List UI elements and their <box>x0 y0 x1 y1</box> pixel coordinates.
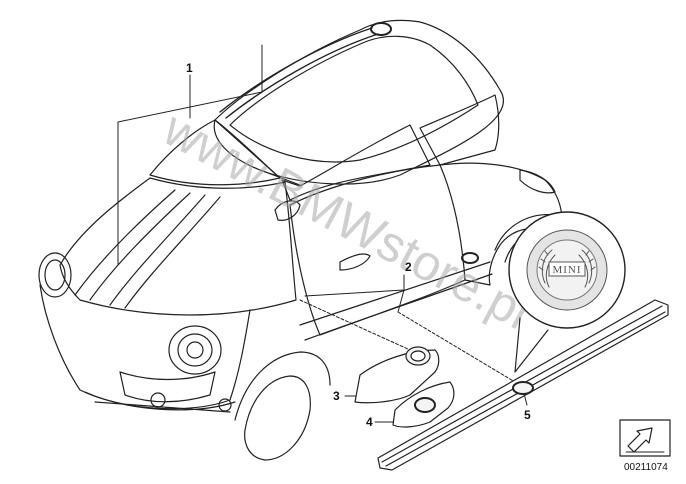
watermark: www.BMWstore.pl <box>154 100 539 340</box>
side-badge-part <box>354 346 440 404</box>
emblem-detail: MINI <box>508 211 626 373</box>
callout-5: 5 <box>524 408 531 422</box>
headlight-right <box>168 325 222 375</box>
sill-strip-emblem <box>512 381 534 395</box>
windshield <box>149 119 281 186</box>
leader-lines <box>117 44 528 423</box>
reference-box: 00211074 <box>619 419 671 473</box>
headlight-right-inner <box>177 333 213 367</box>
callout-3: 3 <box>333 389 340 403</box>
callout-4: 4 <box>366 415 373 429</box>
tail-light <box>519 169 556 194</box>
direction-arrow-icon <box>627 427 653 453</box>
emblem-plate <box>548 261 586 277</box>
callout-1: 1 <box>186 61 193 75</box>
hood <box>59 177 297 316</box>
car-side-sill <box>299 261 493 341</box>
side-badge-emblem-inner <box>410 350 426 362</box>
side-badge-rear <box>461 252 479 264</box>
sill-strip-part <box>377 299 669 471</box>
roof-stripe <box>219 27 379 119</box>
hood-stripe-right <box>109 194 221 309</box>
sill-guide-line <box>397 311 521 386</box>
hood-stripe-left <box>74 189 191 301</box>
grille <box>119 371 216 403</box>
front-wheel-arch <box>234 351 331 421</box>
headlight-left <box>38 252 72 298</box>
roof-emblem <box>370 22 392 36</box>
callout-2: 2 <box>405 260 412 274</box>
small-badge-part <box>392 381 455 428</box>
wing-mirror <box>274 200 301 221</box>
small-badge-emblem <box>414 397 436 413</box>
callout-2-leader <box>304 274 405 313</box>
magnifier-pointer <box>514 317 549 373</box>
laurel-wreath-icon <box>538 249 596 288</box>
door-handle <box>339 253 371 271</box>
front-face <box>39 284 251 410</box>
reference-number: 00211074 <box>624 462 668 473</box>
lower-bumper <box>84 391 236 413</box>
callout-1-bracket <box>117 44 263 266</box>
emblem-text: MINI <box>552 264 581 276</box>
a-pillar <box>214 119 301 186</box>
fog-light-left <box>150 392 166 408</box>
side-window-front <box>281 124 431 201</box>
headlight-left-inner <box>44 259 66 291</box>
front-wheel <box>244 375 311 461</box>
roof-panel <box>229 35 479 163</box>
fog-light-right <box>218 398 232 412</box>
side-window-rear <box>419 94 500 166</box>
mirror-guide-line <box>299 299 411 351</box>
headlight-right-core <box>186 341 204 359</box>
